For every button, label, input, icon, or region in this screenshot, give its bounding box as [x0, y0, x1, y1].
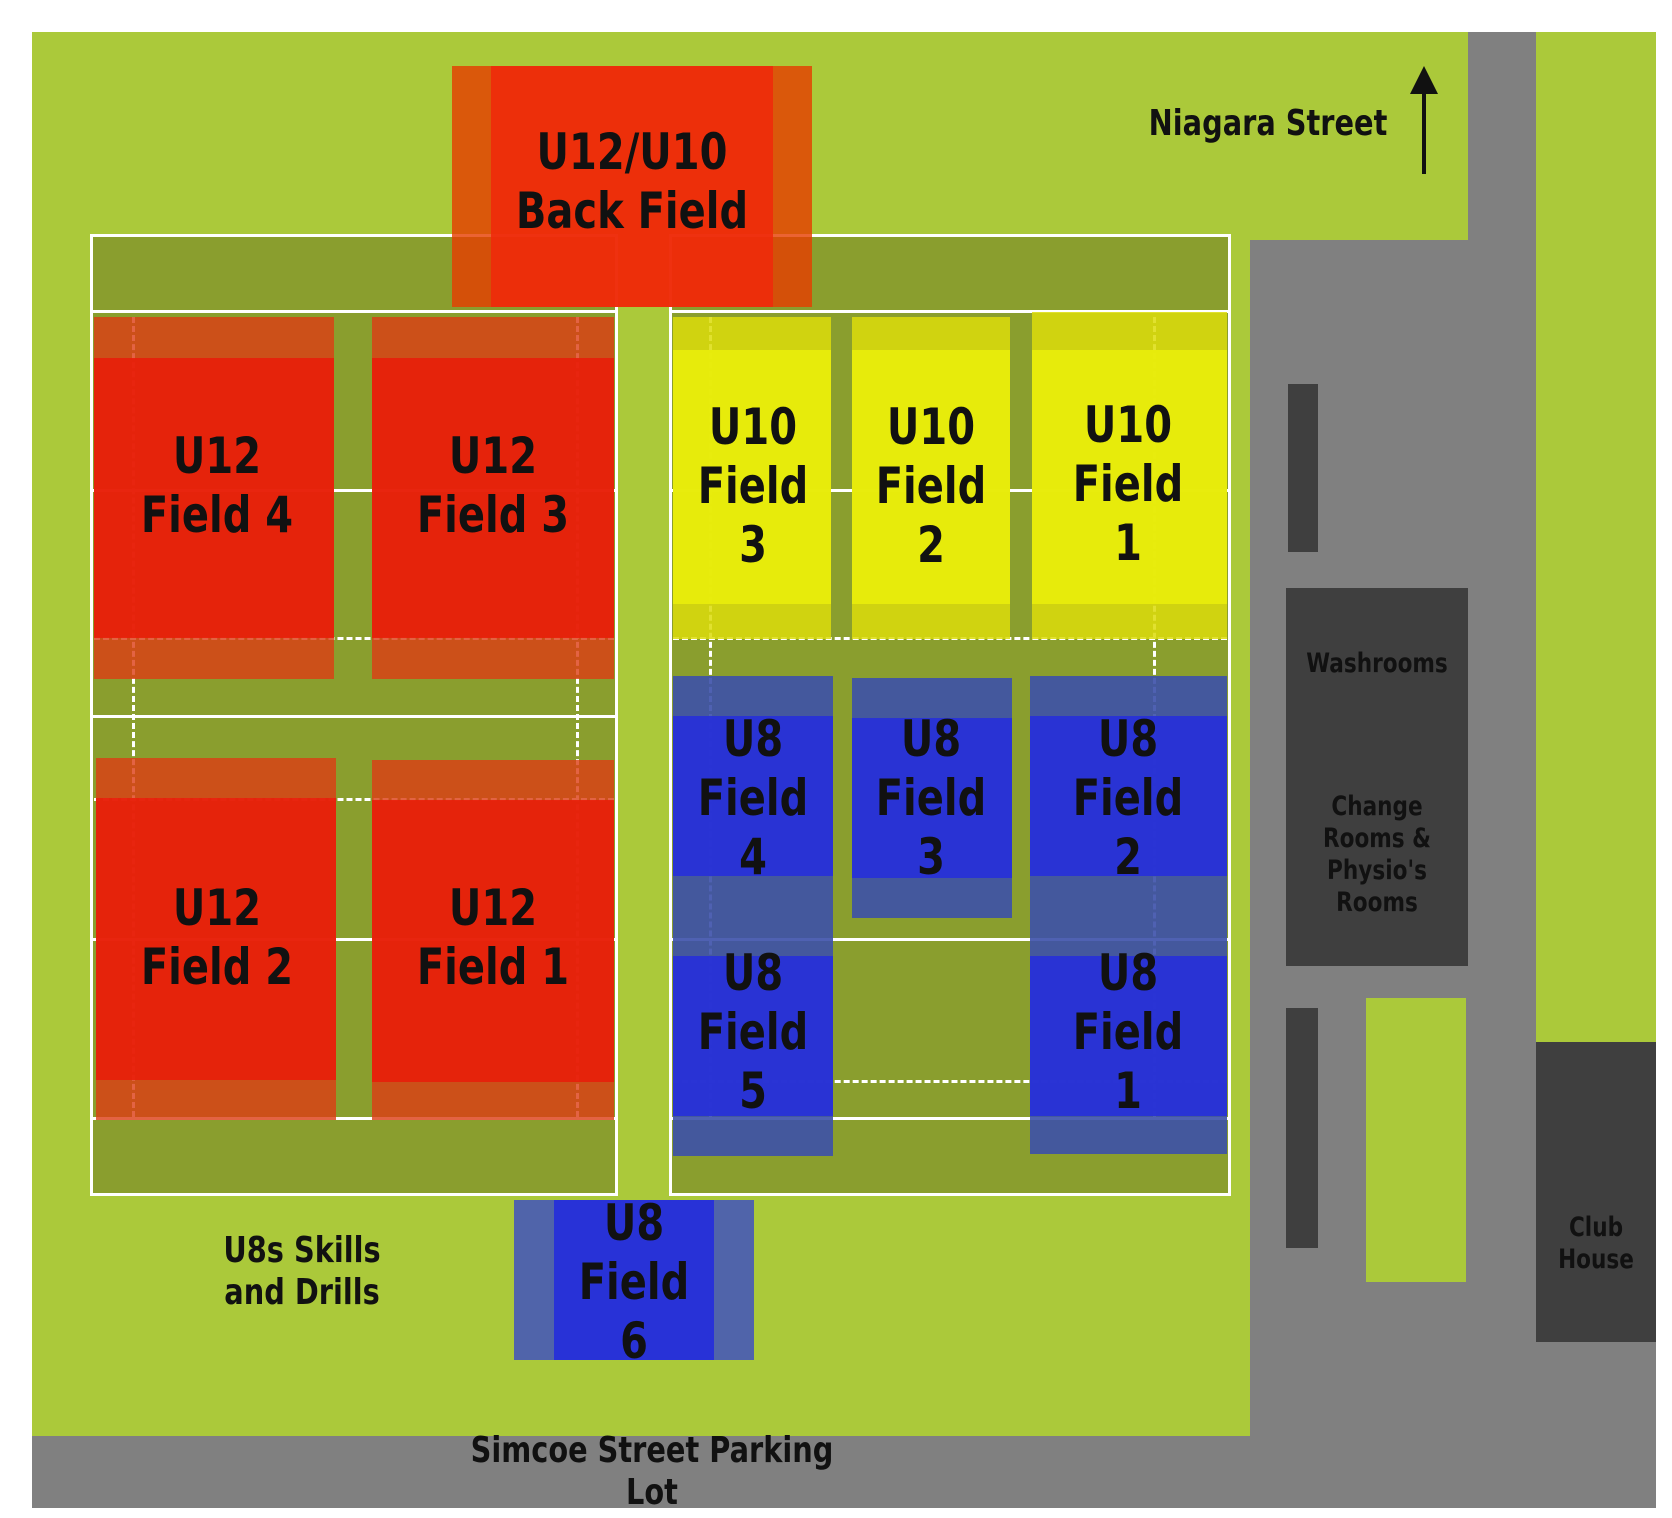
club-house-line: Club — [1568, 1212, 1624, 1244]
left-pitch-line-bottom — [90, 1117, 618, 1120]
field-line2: Field 1 — [416, 938, 570, 996]
club-house-building — [1536, 1042, 1656, 1342]
left-pitch-line-top — [90, 310, 618, 313]
change-rooms-line: Rooms & — [1322, 823, 1432, 855]
change-rooms-line: Change — [1331, 791, 1423, 823]
skills-line1: U8s Skills — [223, 1229, 381, 1271]
field-line1: U8 — [900, 709, 962, 768]
field-line1: U12 — [448, 879, 538, 937]
u12-field-1-label: U12 Field 1 — [409, 868, 577, 1008]
dashed-line — [576, 317, 579, 1117]
field-line1: U10 — [886, 397, 976, 456]
back-field-label: U12/U10 Back Field — [504, 112, 760, 252]
right-pitch-line-bottom — [669, 1117, 1231, 1120]
u12-field-3-label: U12 Field 3 — [409, 416, 577, 556]
field-line2: Field 3 — [875, 768, 987, 886]
u10-field-1-core — [1032, 350, 1227, 604]
field-line2: Field 2 — [140, 938, 294, 996]
niagara-street-text: Niagara Street — [1148, 102, 1388, 144]
washrooms-building — [1286, 588, 1468, 966]
building-strip-south — [1286, 1008, 1318, 1248]
u10-field-3-label: U10 Field 3 — [685, 398, 821, 574]
u10-field-3-core — [673, 350, 831, 604]
u8-field-4-label: U8 Field 4 — [685, 710, 821, 886]
field-line2: Field 4 — [697, 768, 809, 886]
field-line1: U8 — [1097, 943, 1159, 1002]
road-club-corner — [1536, 1342, 1656, 1436]
u10-field-2-core — [852, 350, 1010, 604]
field-line1: U12 — [448, 427, 538, 485]
u8-field-2-label: U8 Field 2 — [1056, 710, 1200, 886]
u8-field-3-label: U8 Field 3 — [863, 710, 999, 886]
left-pitch-line-center-2 — [90, 938, 618, 941]
niagara-road — [1468, 32, 1536, 240]
field-line1: U12 — [172, 427, 262, 485]
u12-field-2-core — [96, 798, 336, 1080]
club-house-line: House — [1558, 1244, 1634, 1275]
north-arrow-icon — [1410, 66, 1438, 174]
washrooms-text: Washrooms — [1306, 648, 1448, 680]
niagara-street-label: Niagara Street — [1148, 94, 1388, 154]
u8-field-6-core — [554, 1200, 714, 1360]
right-pitch-line-top — [669, 310, 1231, 313]
u8-field-5-label: U8 Field 5 — [685, 944, 821, 1120]
right-pitch-line-center-2 — [669, 938, 1231, 941]
grass-strip — [1366, 998, 1466, 1282]
field-line2: Field 3 — [416, 486, 570, 544]
dashed-line — [94, 637, 614, 640]
u8s-skills-label: U8s Skills and Drills — [198, 1222, 406, 1322]
u12-field-3-core — [372, 358, 614, 638]
field-line1: U8 — [1097, 709, 1159, 768]
u10-field-2-label: U10 Field 2 — [863, 398, 999, 574]
u10-field-1-label: U10 Field 1 — [1056, 396, 1200, 572]
field-line2: Field 6 — [578, 1252, 690, 1370]
change-rooms-line: Physio's — [1327, 855, 1427, 886]
u8-field-6-label: U8 Field 6 — [562, 1194, 706, 1370]
u12-field-4-core — [94, 358, 334, 638]
club-house-label: Club House — [1548, 1204, 1644, 1284]
u12-field-1-core — [372, 800, 614, 1082]
u12-field-2-label: U12 Field 2 — [133, 868, 301, 1008]
field-map: Niagara Street Simcoe Street Parking Lot… — [32, 32, 1656, 1513]
field-line2: Field 3 — [697, 456, 809, 574]
dashed-line — [94, 798, 614, 801]
left-pitch-line-center-1 — [90, 489, 618, 492]
dashed-line — [673, 1080, 1227, 1083]
u8-field-5-core — [673, 956, 833, 1116]
skills-line2: and Drills — [224, 1272, 380, 1313]
field-line2: Field 2 — [875, 456, 987, 574]
u8-field-1-label: U8 Field 1 — [1056, 944, 1200, 1120]
change-rooms-line: Rooms — [1336, 886, 1418, 918]
field-line1: U12 — [172, 879, 262, 937]
u8-field-1-core — [1030, 956, 1227, 1116]
u8-field-4-core — [673, 716, 833, 876]
pitch-divider-grass — [618, 310, 669, 1196]
field-line1: U10 — [708, 397, 798, 456]
field-line1: U8 — [722, 709, 784, 768]
u12-field-4-label: U12 Field 4 — [133, 416, 301, 556]
back-field-line1: U12/U10 — [536, 123, 728, 181]
back-field-line2: Back Field — [515, 182, 749, 240]
field-line2: Field 2 — [1072, 768, 1184, 886]
field-line2: Field 4 — [140, 486, 294, 544]
field-line2: Field 5 — [697, 1002, 809, 1120]
building-strip-north — [1288, 384, 1318, 552]
simcoe-parking-label: Simcoe Street Parking Lot — [444, 1430, 860, 1513]
field-line1: U8 — [722, 943, 784, 1002]
field-line2: Field 1 — [1072, 1002, 1184, 1120]
dashed-line — [132, 317, 135, 1117]
u8-field-3-core — [852, 718, 1012, 878]
washrooms-label: Washrooms — [1304, 644, 1450, 684]
simcoe-parking-lot — [32, 1436, 1656, 1508]
change-rooms-label: Change Rooms & Physio's Rooms — [1304, 780, 1450, 930]
field-line1: U8 — [603, 1193, 665, 1252]
back-field-core — [491, 66, 773, 307]
simcoe-street-text: Simcoe Street Parking Lot — [470, 1429, 834, 1513]
u8-field-2-core — [1030, 716, 1227, 876]
field-line1: U10 — [1083, 395, 1173, 454]
field-line2: Field 1 — [1072, 454, 1184, 572]
left-pitch-line-mid — [90, 715, 618, 718]
